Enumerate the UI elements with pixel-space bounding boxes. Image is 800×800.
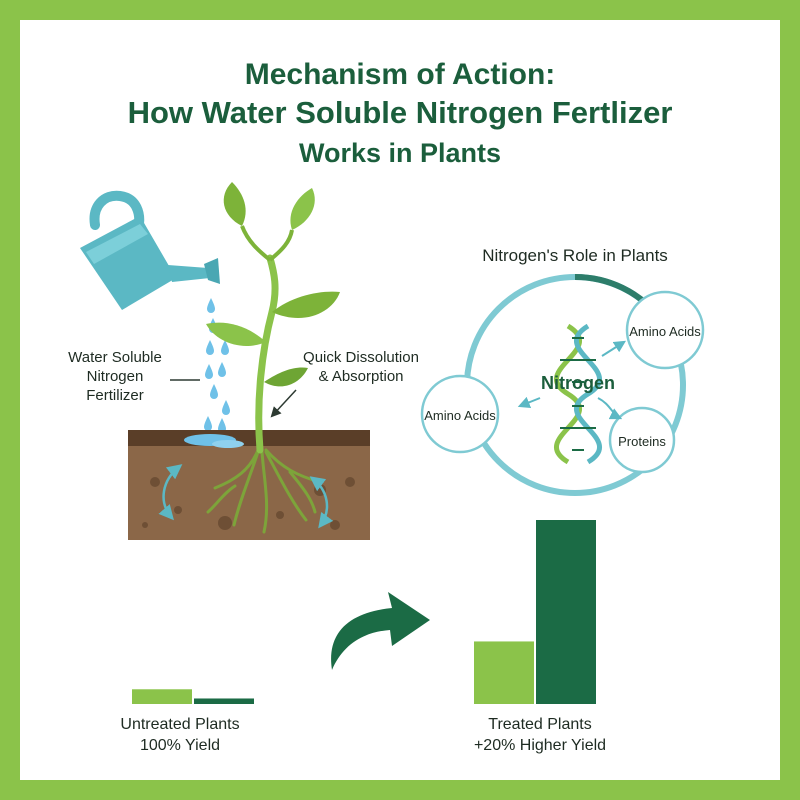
bar-untreated-dark	[194, 698, 254, 704]
nitrogen-center-label: Nitrogen	[541, 373, 615, 393]
proteins-node	[608, 406, 676, 474]
bar-untreated-light	[132, 689, 192, 704]
title-line-1: Mechanism of Action:	[244, 58, 556, 91]
absorption-label: Quick Dissolution & Absorption	[286, 348, 436, 386]
untreated-caption-line-2: 100% Yield	[139, 737, 221, 754]
nitrogen-role-heading: Nitrogen's Role in Plants	[482, 246, 668, 265]
dna-helix-icon	[554, 323, 602, 465]
amino-acids-node-top	[625, 290, 705, 370]
treated-caption-line-1: Treated Plants	[488, 716, 592, 733]
arrow-to-amino-left-icon	[517, 396, 541, 409]
amino-acids-node-left	[420, 374, 500, 454]
bar-treated-light	[474, 641, 534, 704]
untreated-caption: Untreated Plants 100% Yield	[100, 714, 260, 756]
watering-can-icon	[80, 190, 220, 310]
absorption-label-line-2: & Absorption	[318, 368, 404, 385]
title-line-2: How Water Soluble Nitrogen Fertlizer	[127, 95, 673, 130]
amino-acids-label-left: Amino Acids	[424, 408, 496, 423]
water-puddle-icon	[184, 434, 244, 448]
treated-caption: Treated Plants +20% Higher Yield	[450, 714, 630, 756]
untreated-caption-line-1: Untreated Plants	[120, 716, 240, 733]
absorption-pointer-arrow	[270, 389, 297, 418]
yield-bars	[132, 520, 596, 704]
infographic-panel: Mechanism of Action: How Water Soluble N…	[20, 20, 780, 780]
bar-treated-dark	[536, 520, 596, 704]
fertilizer-label-line-2: Nitrogen	[86, 368, 144, 385]
arrow-to-proteins-icon	[597, 397, 623, 420]
arrow-to-amino-top-icon	[601, 340, 627, 357]
page-title: Mechanism of Action: How Water Soluble N…	[20, 56, 780, 172]
proteins-label: Proteins	[618, 434, 666, 449]
fertilizer-label: Water Soluble Nitrogen Fertilizer	[56, 348, 174, 405]
root-arrow-left-icon	[158, 464, 183, 521]
title-line-3: Works in Plants	[298, 138, 502, 168]
treated-caption-line-2: +20% Higher Yield	[473, 737, 607, 754]
root-arrow-right-icon	[309, 476, 334, 529]
absorption-label-line-1: Quick Dissolution	[303, 349, 419, 366]
curved-arrow-icon	[331, 592, 430, 670]
fertilizer-label-line-3: Fertilizer	[86, 387, 144, 404]
plant-icon	[206, 182, 340, 454]
amino-acids-label-top: Amino Acids	[629, 324, 701, 339]
diagram-canvas	[80, 182, 705, 704]
water-drops-icon	[204, 298, 230, 433]
fertilizer-label-line-1: Water Soluble	[68, 349, 162, 366]
